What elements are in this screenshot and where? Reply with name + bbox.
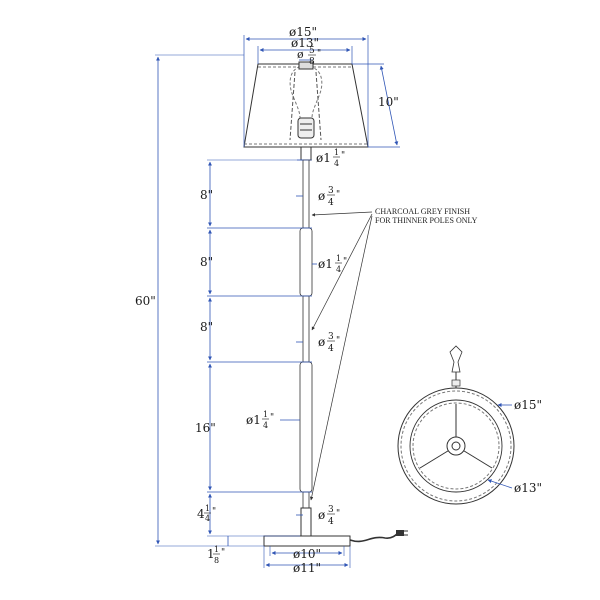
seg5-num: 3 [328,505,334,515]
shade-top-dia-label: ø13" [291,36,319,50]
socket-shell [297,117,315,139]
seg5-unit: " [336,509,340,519]
seg3-dia-label: ø 3 4 " [318,332,340,354]
base-height-num: 1 [214,545,219,554]
seg3-unit: " [336,336,340,346]
harp-fitter [298,61,314,70]
height-dimensions [155,54,312,547]
base-top-dia-label: ø10" [293,547,321,561]
pole-thin-seg-3 [302,295,310,363]
harp-wire-right [315,71,322,141]
seg4-dia: ø1 [246,413,261,427]
finish-note-line2: FOR THINNER POLES ONLY [375,216,478,225]
shade-fitter-label: ø 5 8 " [297,46,321,67]
finish-note-line1: CHARCOAL GREY FINISH [375,207,470,216]
top-view-finial [449,345,463,373]
shade-bottom-dia-label: ø15" [289,25,317,39]
top-cap-unit: " [341,151,345,161]
seg4-den: 4 [263,421,268,430]
height-label-3: 8" [200,320,213,334]
pole-thick-seg-2 [299,227,313,297]
pole-thick-seg-4 [299,361,313,493]
seg4-num: 1 [263,410,268,419]
shade-height-label: 10" [378,95,399,109]
shade-fitter-dia: ø [297,48,304,61]
pole-diameter-leaders [280,159,317,516]
seg2-dia-label: ø1 1 4 " [318,254,347,274]
base-height-label: 1 1 8 " [207,545,225,565]
seg3-den: 4 [328,344,334,354]
top-view-inner-dia-label: ø13" [514,481,542,495]
height-label-5: 4 1 4 " [197,504,216,523]
base-height-den: 8 [214,556,219,565]
seg5-den: 4 [328,517,334,527]
seg2-num: 1 [336,254,341,263]
top-view [397,345,515,505]
top-view-inner-ring [409,399,503,493]
harp-wire-left [289,71,296,141]
bulb-outline-dashed [289,65,323,119]
seg5-dia: ø [318,508,325,522]
top-view-outer-dia-label: ø15" [514,398,542,412]
seg2-dia: ø1 [318,257,333,271]
seg1-dia-label: ø 3 4 " [318,186,340,208]
seg1-num: 3 [328,186,334,196]
pole-thin-seg-1 [302,159,310,229]
seg1-dia: ø [318,189,325,203]
height-5-whole: 4 [197,507,205,521]
seg2-unit: " [343,257,347,267]
top-view-outer-ring-dashed [400,390,512,502]
shade-height-dim-line [379,65,399,146]
finish-note-leaders [309,211,373,501]
seg5-dia-label: ø 3 4 " [318,505,340,527]
total-height-label: 60" [135,294,156,308]
power-cord [349,532,399,543]
shade-fitter-num: 5 [309,46,315,56]
seg4-unit: " [270,413,274,423]
base-height-whole: 1 [207,547,215,561]
seg2-den: 4 [336,265,341,274]
height-label-2: 8" [200,255,213,269]
seg3-dia: ø [318,335,325,349]
seg3-num: 3 [328,332,334,342]
pole-thin-seg-5 [302,491,310,509]
height-5-num: 1 [205,504,210,513]
height-5-unit: " [212,507,216,517]
top-view-dimensions [487,403,513,489]
base-height-unit: " [221,548,225,558]
seg1-unit: " [336,190,340,200]
height-5-den: 4 [205,514,210,523]
shade-fitter-unit: " [317,49,321,59]
pole-bottom-cap [300,507,312,537]
top-cap-dia: ø1 [316,151,331,165]
seg4-dia-label: ø1 1 4 " [246,410,274,430]
base-plate [263,535,351,547]
top-cap-num: 1 [334,148,339,157]
top-cap-den: 4 [334,159,339,168]
shade-dimensions [243,35,400,148]
pole-top-cap [300,146,312,161]
pole [299,146,313,537]
shade-fitter-den: 8 [309,57,315,67]
top-view-inner-ring-dashed [412,402,500,490]
lamp-shade [243,61,369,148]
height-label-1: 8" [200,188,213,202]
base-dimensions [263,546,351,568]
base-bottom-dia-label: ø11" [293,561,321,575]
height-label-4: 16" [195,421,216,435]
power-plug [396,530,404,536]
base [263,530,408,547]
top-cap-dia-label: ø1 1 4 " [316,148,345,168]
seg1-den: 4 [328,198,334,208]
